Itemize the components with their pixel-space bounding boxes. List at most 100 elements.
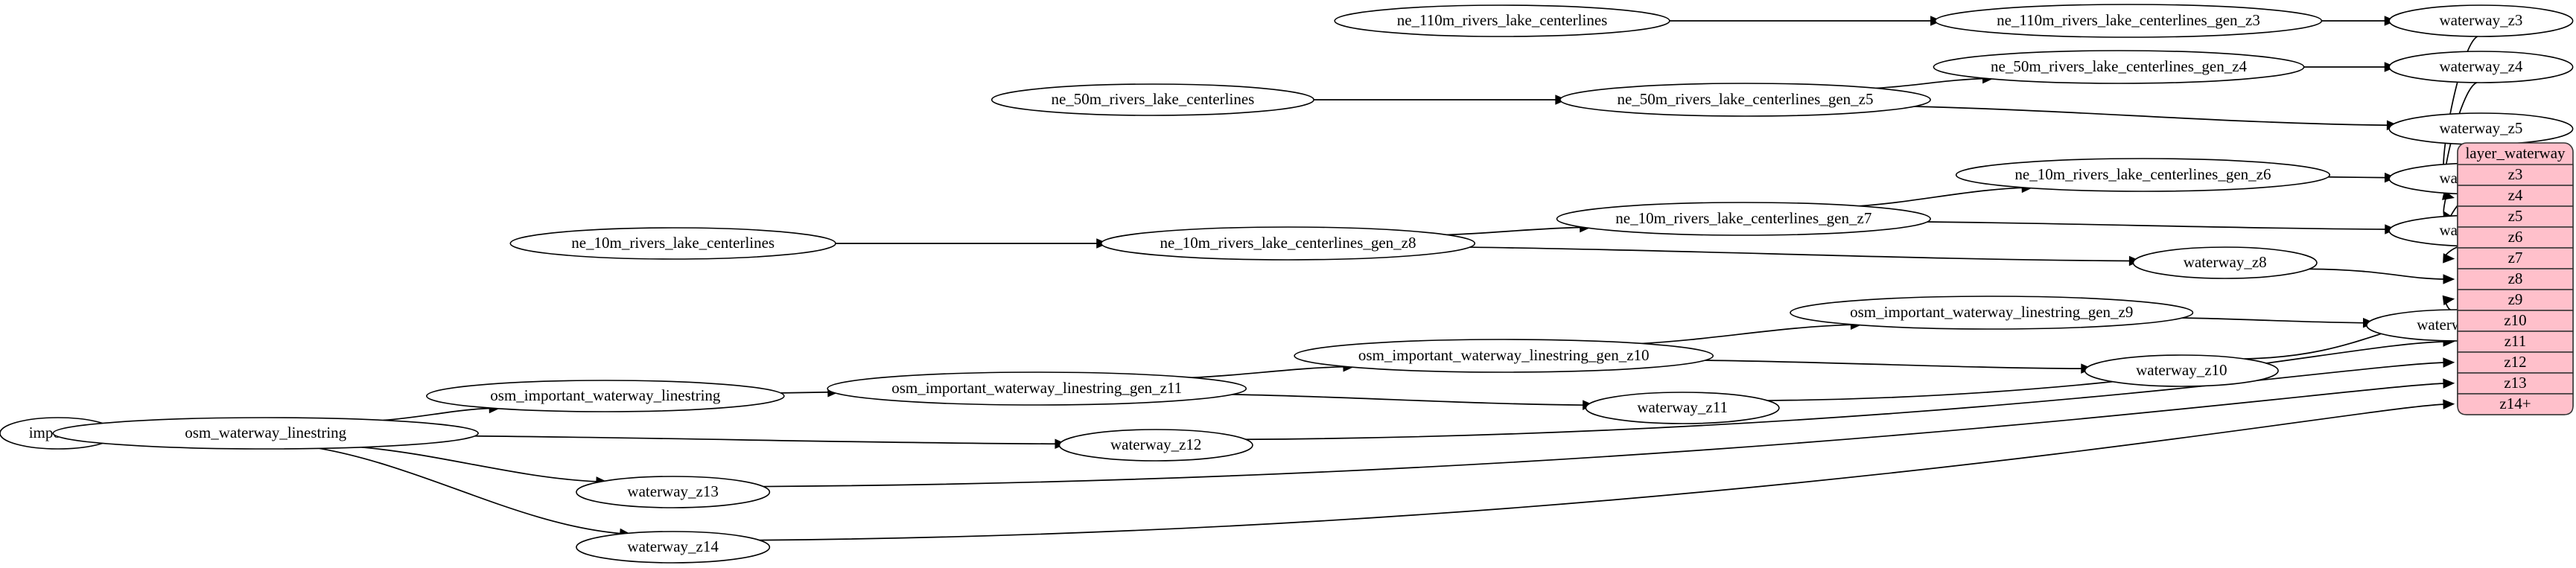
node-shape-osm_important_waterway_linestring[interactable] <box>426 380 785 412</box>
node-waterway_z3[interactable]: waterway_z3 <box>2388 4 2574 37</box>
edge-osm_important_waterway_linestring_gen_z11-to-osm_important_waterway_linestring_gen_z10 <box>1192 366 1346 379</box>
layer-waterway-row-z11[interactable] <box>2457 331 2574 353</box>
node-label-waterway_z14: waterway_z14 <box>627 537 719 555</box>
node-shape-ne_10m_rivers_lake_centerlines_gen_z8[interactable] <box>1100 226 1476 261</box>
node-shape-waterway_z13[interactable] <box>576 476 771 508</box>
node-waterway_z13[interactable]: waterway_z13 <box>576 476 771 508</box>
edge-osm_important_waterway_linestring_gen_z10-to-osm_important_waterway_linestring_gen_z9 <box>1641 324 1854 345</box>
nodes-layer: imposm3osm_waterway_linestringosm_import… <box>0 4 2574 564</box>
edge-osm_waterway_linestring-to-waterway_z14 <box>319 447 623 535</box>
layer-waterway-row-label: z13 <box>2504 374 2526 392</box>
node-waterway_z4[interactable]: waterway_z4 <box>2388 51 2574 83</box>
node-label-ne_10m_rivers_lake_centerlines_gen_z8: ne_10m_rivers_lake_centerlines_gen_z8 <box>1160 234 1416 252</box>
node-label-osm_important_waterway_linestring: osm_important_waterway_linestring <box>490 386 721 404</box>
edge-arrowhead <box>2443 378 2455 389</box>
node-shape-waterway_z12[interactable] <box>1058 429 1253 462</box>
layer-waterway-row-z12[interactable] <box>2457 351 2574 374</box>
node-ne_10m_rivers_lake_centerlines_gen_z8[interactable]: ne_10m_rivers_lake_centerlines_gen_z8 <box>1100 226 1476 261</box>
node-shape-osm_important_waterway_linestring_gen_z10[interactable] <box>1294 339 1714 373</box>
node-osm_waterway_linestring[interactable]: osm_waterway_linestring <box>52 417 479 450</box>
node-shape-ne_110m_rivers_lake_centerlines_gen_z3[interactable] <box>1934 4 2323 38</box>
node-waterway_z11[interactable]: waterway_z11 <box>1585 392 1780 424</box>
node-label-ne_10m_rivers_lake_centerlines_gen_z7: ne_10m_rivers_lake_centerlines_gen_z7 <box>1615 209 1871 227</box>
layer-waterway-row-label: z7 <box>2508 249 2523 267</box>
node-waterway_z8[interactable]: waterway_z8 <box>2132 246 2318 279</box>
edge-ne_10m_rivers_lake_centerlines_gen_z7-to-ne_10m_rivers_lake_centerlines_gen_z6 <box>1859 187 2025 207</box>
node-label-ne_110m_rivers_lake_centerlines_gen_z3: ne_110m_rivers_lake_centerlines_gen_z3 <box>1997 11 2260 29</box>
node-label-ne_110m_rivers_lake_centerlines: ne_110m_rivers_lake_centerlines <box>1397 11 1608 29</box>
node-shape-osm_waterway_linestring[interactable] <box>52 417 479 450</box>
edge-arrowhead <box>2443 357 2455 368</box>
node-label-ne_50m_rivers_lake_centerlines_gen_z4: ne_50m_rivers_lake_centerlines_gen_z4 <box>1991 57 2248 75</box>
node-osm_important_waterway_linestring_gen_z11[interactable]: osm_important_waterway_linestring_gen_z1… <box>827 371 1247 406</box>
edge-waterway_z13-to-layer_waterway-z13 <box>763 383 2446 488</box>
node-shape-waterway_z11[interactable] <box>1585 392 1780 424</box>
layer-waterway-row-label: z9 <box>2508 290 2523 308</box>
node-label-waterway_z13: waterway_z13 <box>627 482 718 500</box>
layer-waterway-row-z10[interactable] <box>2457 310 2574 332</box>
node-label-ne_50m_rivers_lake_centerlines_gen_z5: ne_50m_rivers_lake_centerlines_gen_z5 <box>1617 90 1873 108</box>
edge-osm_important_waterway_linestring_gen_z11-to-waterway_z11 <box>1232 394 1586 406</box>
layer-waterway-row-z9[interactable] <box>2457 289 2574 311</box>
edge-ne_10m_rivers_lake_centerlines_gen_z6-to-waterway_z6 <box>2328 176 2388 179</box>
node-waterway_z10[interactable]: waterway_z10 <box>2084 354 2279 387</box>
edge-ne_10m_rivers_lake_centerlines_gen_z7-to-waterway_z7 <box>1927 221 2388 230</box>
node-ne_10m_rivers_lake_centerlines_gen_z6[interactable]: ne_10m_rivers_lake_centerlines_gen_z6 <box>1955 158 2331 192</box>
node-waterway_z5[interactable]: waterway_z5 <box>2388 112 2574 145</box>
node-osm_important_waterway_linestring_gen_z10[interactable]: osm_important_waterway_linestring_gen_z1… <box>1294 339 1714 373</box>
node-shape-ne_10m_rivers_lake_centerlines_gen_z6[interactable] <box>1955 158 2331 192</box>
node-shape-osm_important_waterway_linestring_gen_z9[interactable] <box>1790 296 2194 330</box>
layer-waterway-row-label: z5 <box>2508 207 2523 225</box>
layer-waterway-row-z6[interactable] <box>2457 226 2574 249</box>
node-label-ne_10m_rivers_lake_centerlines_gen_z6: ne_10m_rivers_lake_centerlines_gen_z6 <box>2014 165 2271 183</box>
node-label-waterway_z5: waterway_z5 <box>2439 119 2522 137</box>
node-shape-ne_50m_rivers_lake_centerlines_gen_z5[interactable] <box>1559 83 1931 117</box>
layer-waterway-table: z3z4z5z6z7z8z9z10z11z12z13z14+layer_wate… <box>2457 142 2574 415</box>
node-ne_110m_rivers_lake_centerlines_gen_z3[interactable]: ne_110m_rivers_lake_centerlines_gen_z3 <box>1934 4 2323 38</box>
layer-waterway-row-z13[interactable] <box>2457 372 2574 395</box>
layer-waterway-row-label: z6 <box>2508 228 2523 246</box>
layer-waterway-row-label: z12 <box>2504 353 2526 371</box>
node-ne_10m_rivers_lake_centerlines_gen_z7[interactable]: ne_10m_rivers_lake_centerlines_gen_z7 <box>1556 202 1931 236</box>
node-shape-ne_50m_rivers_lake_centerlines[interactable] <box>990 83 1314 116</box>
node-ne_110m_rivers_lake_centerlines[interactable]: ne_110m_rivers_lake_centerlines <box>1334 4 1670 37</box>
layer-waterway-row-label: z4 <box>2508 186 2523 204</box>
node-label-waterway_z8: waterway_z8 <box>2184 253 2267 271</box>
node-ne_10m_rivers_lake_centerlines[interactable]: ne_10m_rivers_lake_centerlines <box>509 227 836 260</box>
node-waterway_z14[interactable]: waterway_z14 <box>576 531 771 564</box>
layer-waterway-row-label: z11 <box>2505 332 2527 350</box>
node-shape-waterway_z4[interactable] <box>2388 51 2574 83</box>
node-label-ne_50m_rivers_lake_centerlines: ne_50m_rivers_lake_centerlines <box>1051 90 1254 108</box>
node-shape-waterway_z10[interactable] <box>2084 354 2279 387</box>
node-label-waterway_z11: waterway_z11 <box>1637 398 1728 416</box>
node-shape-waterway_z14[interactable] <box>576 531 771 564</box>
edge-osm_important_waterway_linestring_gen_z10-to-waterway_z10 <box>1705 360 2084 370</box>
edge-osm_waterway_linestring-to-waterway_z12 <box>474 435 1058 445</box>
layer-waterway-row-z3[interactable] <box>2457 164 2574 186</box>
node-shape-waterway_z8[interactable] <box>2132 246 2318 279</box>
node-ne_50m_rivers_lake_centerlines_gen_z4[interactable]: ne_50m_rivers_lake_centerlines_gen_z4 <box>1933 50 2305 84</box>
layer-waterway-row-z8[interactable] <box>2457 268 2574 290</box>
edge-arrowhead <box>2442 295 2455 306</box>
node-osm_important_waterway_linestring[interactable]: osm_important_waterway_linestring <box>426 380 785 412</box>
node-osm_important_waterway_linestring_gen_z9[interactable]: osm_important_waterway_linestring_gen_z9 <box>1790 296 2194 330</box>
node-shape-ne_110m_rivers_lake_centerlines[interactable] <box>1334 4 1670 37</box>
node-shape-osm_important_waterway_linestring_gen_z11[interactable] <box>827 371 1247 406</box>
node-shape-ne_50m_rivers_lake_centerlines_gen_z4[interactable] <box>1933 50 2305 84</box>
node-shape-ne_10m_rivers_lake_centerlines[interactable] <box>509 227 836 260</box>
edge-osm_waterway_linestring-to-osm_important_waterway_linestring <box>383 407 492 421</box>
edge-osm_important_waterway_linestring_gen_z9-to-waterway_z9 <box>2182 317 2366 324</box>
node-shape-ne_10m_rivers_lake_centerlines_gen_z7[interactable] <box>1556 202 1931 236</box>
node-shape-waterway_z3[interactable] <box>2388 4 2574 37</box>
node-ne_50m_rivers_lake_centerlines[interactable]: ne_50m_rivers_lake_centerlines <box>990 83 1314 116</box>
node-label-waterway_z10: waterway_z10 <box>2136 361 2227 379</box>
node-label-osm_important_waterway_linestring_gen_z10: osm_important_waterway_linestring_gen_z1… <box>1358 346 1650 364</box>
node-label-waterway_z4: waterway_z4 <box>2439 57 2522 75</box>
node-ne_50m_rivers_lake_centerlines_gen_z5[interactable]: ne_50m_rivers_lake_centerlines_gen_z5 <box>1559 83 1931 117</box>
layer-waterway-row-z14+[interactable] <box>2457 393 2574 415</box>
node-waterway_z12[interactable]: waterway_z12 <box>1058 429 1253 462</box>
layer-waterway-row-label: z3 <box>2508 165 2523 183</box>
node-label-waterway_z3: waterway_z3 <box>2439 11 2522 29</box>
layer-waterway-row-z4[interactable] <box>2457 185 2574 207</box>
